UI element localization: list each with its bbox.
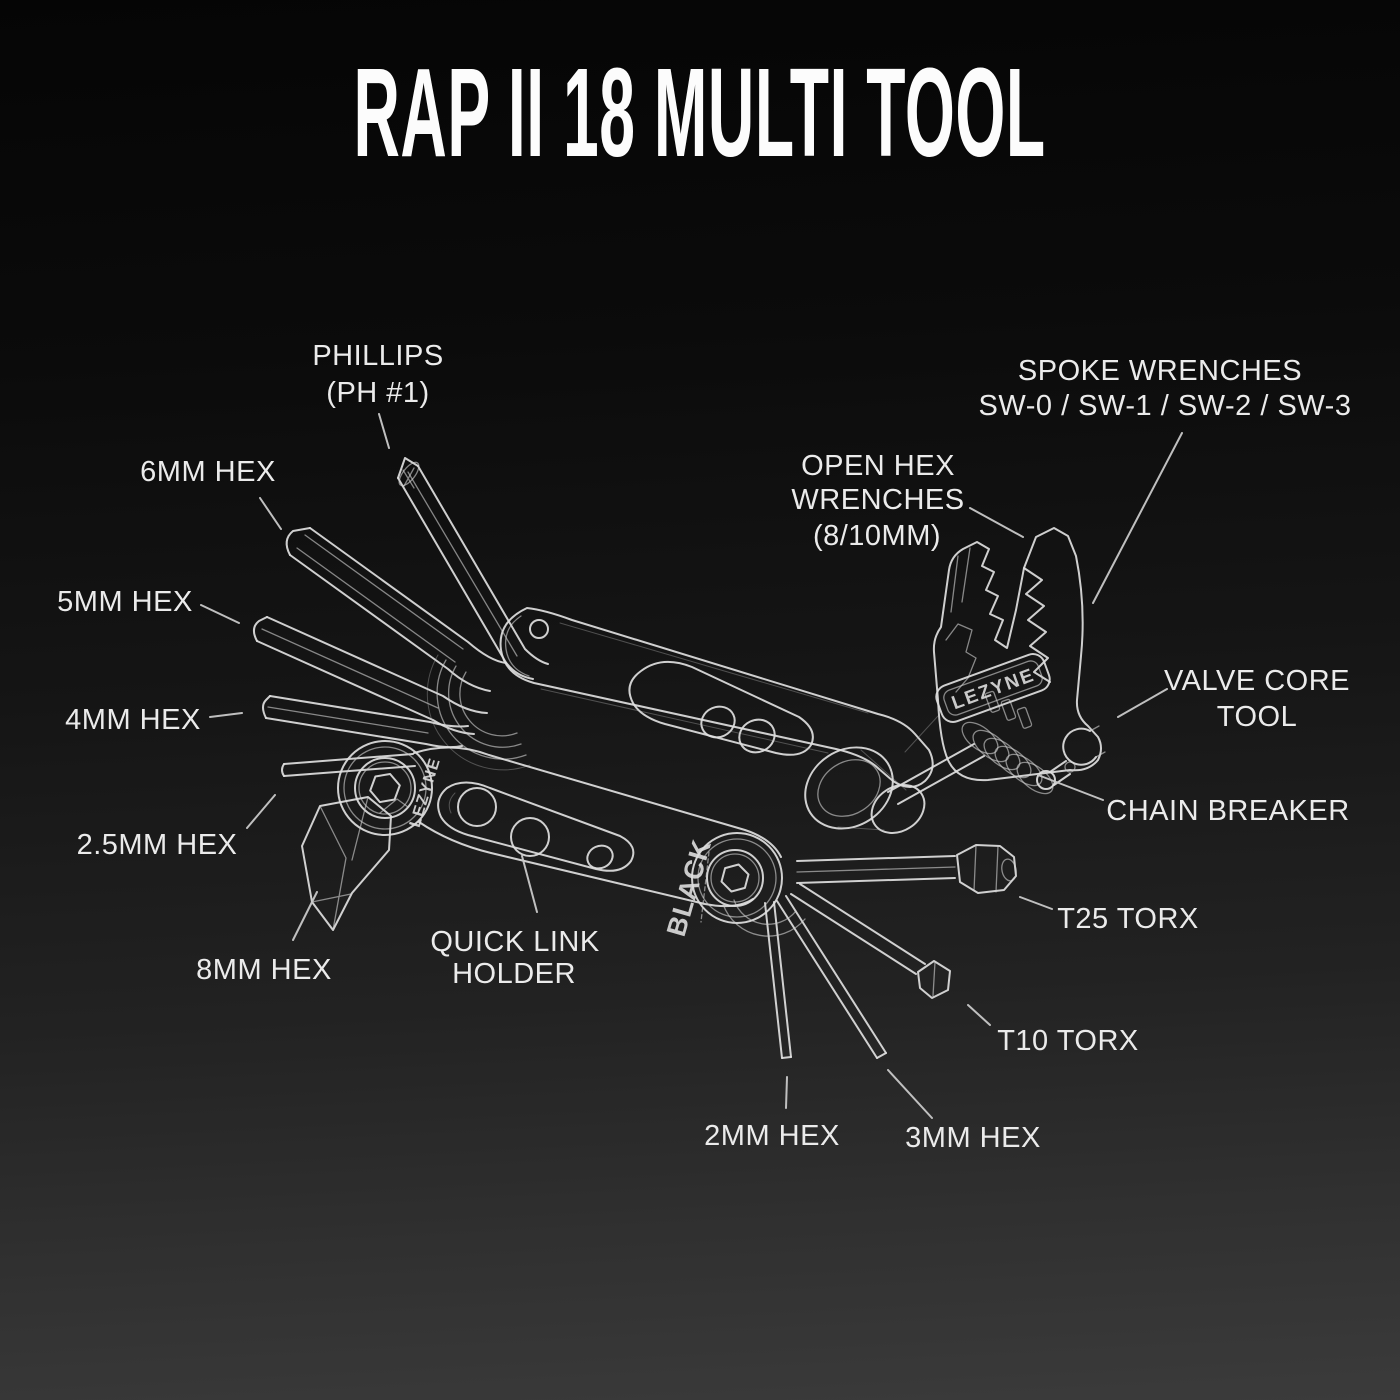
valve-core-tool-art xyxy=(1062,725,1106,766)
leader-lines xyxy=(200,413,1183,1119)
leader-t25-torx xyxy=(1019,896,1053,910)
label-phillips-size: (PH #1) xyxy=(326,377,429,409)
spoke-wrench-head-art: LEZYNE xyxy=(932,527,1102,782)
chain-breaker-art xyxy=(887,721,1076,805)
label-chain-breaker: CHAIN BREAKER xyxy=(1106,795,1349,827)
leader-phillips xyxy=(378,413,390,449)
label-3mm-hex: 3MM HEX xyxy=(905,1122,1041,1154)
leader-quick-link-holder xyxy=(521,855,538,913)
t25-torx-bit-art xyxy=(796,844,1017,894)
hex-key-2mm-art xyxy=(764,901,792,1059)
label-8mm-hex: 8MM HEX xyxy=(196,954,332,986)
bit-pivot-bends-art xyxy=(722,899,806,937)
hex-key-6mm-art xyxy=(285,527,507,692)
label-6mm-hex: 6MM HEX xyxy=(140,456,276,488)
label-spoke-wrenches-sizes: SW-0 / SW-1 / SW-2 / SW-3 xyxy=(979,390,1352,422)
label-open-hex-2: WRENCHES xyxy=(791,484,964,516)
label-5mm-hex: 5MM HEX xyxy=(57,586,193,618)
upper-arm-art xyxy=(499,607,934,788)
leader-spoke-wrenches xyxy=(1092,432,1183,604)
label-valve-core-2: TOOL xyxy=(1217,701,1297,733)
label-open-hex-3: (8/10MM) xyxy=(813,520,941,552)
lezyne-head-logo: LEZYNE xyxy=(949,665,1038,714)
label-4mm-hex: 4MM HEX xyxy=(65,704,201,736)
pivot-collars-art xyxy=(804,715,939,834)
label-spoke-wrenches: SPOKE WRENCHES xyxy=(1018,355,1302,387)
leader-t10-torx xyxy=(967,1004,991,1026)
label-valve-core-1: VALVE CORE xyxy=(1164,665,1350,697)
leader-2mm-hex xyxy=(785,1076,788,1109)
label-phillips: PHILLIPS xyxy=(312,340,443,372)
leader-valve-core-tool xyxy=(1117,688,1168,718)
label-2mm-hex: 2MM HEX xyxy=(704,1120,840,1152)
page-title: RAP II 18 MULTI TOOL xyxy=(0,50,1400,176)
callout-labels: PHILLIPS (PH #1) 6MM HEX 5MM HEX 4MM HEX… xyxy=(57,340,1351,1154)
leader-6mm-hex xyxy=(259,497,282,530)
leader-chain-breaker xyxy=(1037,774,1104,801)
lower-arm-art: LEZYNE BLACK xyxy=(337,740,783,940)
hex-8mm-block-art xyxy=(301,796,409,931)
quick-link-holder-art xyxy=(437,781,635,872)
leader-open-hex-wrenches xyxy=(969,507,1024,538)
hex-key-5mm-art xyxy=(253,616,488,735)
label-t10-torx: T10 TORX xyxy=(997,1025,1139,1057)
leader-2-5mm-hex xyxy=(246,794,276,829)
page-title-text: RAP II 18 MULTI TOOL xyxy=(353,42,1047,183)
label-quick-link-2: HOLDER xyxy=(452,958,576,990)
leader-5mm-hex xyxy=(200,604,240,624)
label-2-5mm-hex: 2.5MM HEX xyxy=(77,829,238,861)
leader-4mm-hex xyxy=(209,712,243,718)
label-quick-link-1: QUICK LINK xyxy=(430,926,600,958)
leader-3mm-hex xyxy=(887,1069,933,1119)
label-t25-torx: T25 TORX xyxy=(1057,903,1199,935)
t10-torx-bit-art xyxy=(790,883,951,999)
label-open-hex-1: OPEN HEX xyxy=(801,450,955,482)
leader-8mm-hex xyxy=(292,891,318,941)
